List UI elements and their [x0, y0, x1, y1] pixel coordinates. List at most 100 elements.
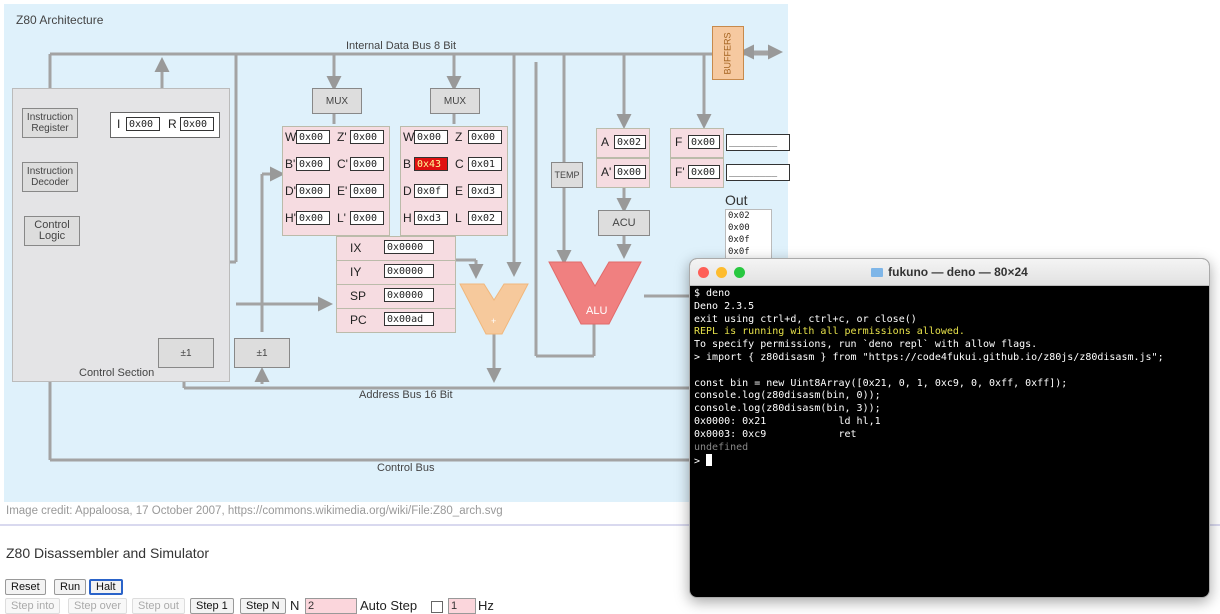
main-name: Z: [455, 130, 463, 144]
alt-name: H': [285, 211, 296, 225]
alt-name: E': [337, 184, 348, 198]
step-over-button[interactable]: Step over: [68, 598, 128, 614]
control-bus-label: Control Bus: [377, 462, 435, 474]
terminal-line: 0x0003: 0xc9 ret: [694, 428, 857, 440]
alt-value: 0x00: [296, 130, 330, 144]
main-value: 0xd3: [414, 211, 448, 225]
mux-left: MUX: [312, 88, 362, 114]
terminal-line: [694, 365, 1205, 378]
main-value: 0x02: [468, 211, 502, 225]
alt-value: 0x00: [296, 184, 330, 198]
register-name-r: R: [168, 117, 177, 131]
wide-register-value: 0x0000: [384, 288, 434, 302]
hz-label: Hz: [478, 598, 494, 613]
reset-button[interactable]: Reset: [5, 579, 46, 595]
flag-bits-display: ________: [726, 134, 790, 151]
alt-name: W': [285, 130, 299, 144]
image-credit: Image credit: Appaloosa, 17 October 2007…: [6, 505, 503, 517]
alt-value: 0x00: [350, 157, 384, 171]
alu-label: ALU: [586, 305, 608, 317]
main-name: W: [403, 130, 415, 144]
n-label: N: [290, 598, 300, 613]
instruction-register: Instruction Register: [22, 108, 78, 138]
alt-name: B': [285, 157, 296, 171]
alt-value: 0x00: [296, 211, 330, 225]
main-name: C: [455, 157, 464, 171]
incrementer-right: ±1: [234, 338, 290, 368]
acu: ACU: [598, 210, 650, 236]
buffers-label: BUFFERS: [722, 31, 733, 75]
main-value: 0x0f: [414, 184, 448, 198]
data-bus-label: Internal Data Bus 8 Bit: [346, 40, 457, 52]
section-divider: [0, 524, 1220, 526]
address-adder: [459, 283, 529, 335]
main-name: H: [403, 211, 412, 225]
halt-button[interactable]: Halt: [89, 579, 123, 595]
out-line: 0x00: [728, 223, 750, 233]
main-name: B: [403, 157, 412, 171]
main-name: D: [403, 184, 412, 198]
wide-register-name: IY: [350, 265, 362, 279]
wide-register-value: 0x0000: [384, 264, 434, 278]
alt-name: Z': [337, 130, 347, 144]
alt-value: 0x00: [350, 211, 384, 225]
zoom-window-button[interactable]: [734, 267, 745, 278]
run-button[interactable]: Run: [54, 579, 87, 595]
terminal-cursor: [706, 454, 713, 467]
control-section-label: Control Section: [79, 367, 155, 379]
terminal-line: const bin = new Uint8Array([0x21, 0, 1, …: [694, 377, 1068, 389]
alt-name: D': [285, 184, 296, 198]
main-value: 0x00: [468, 130, 502, 144]
terminal-titlebar[interactable]: fukuno — deno — 80×24: [690, 259, 1209, 286]
terminal-line: console.log(z80disasm(bin, 3));: [694, 403, 881, 415]
alt-name: C': [337, 157, 348, 171]
terminal-line: exit using ctrl+d, ctrl+c, or close(): [694, 313, 917, 325]
accumulator-name: A: [601, 135, 610, 149]
terminal-line: undefined: [694, 441, 749, 453]
step-count-input[interactable]: 2: [305, 598, 357, 614]
step-1-button[interactable]: Step 1: [190, 598, 234, 614]
step-into-button[interactable]: Step into: [5, 598, 61, 614]
diagram-title: Z80 Architecture: [16, 13, 104, 27]
auto-step-label: Auto Step: [360, 598, 418, 613]
out-display: 0x02 0x00 0x0f 0x0f: [725, 209, 772, 261]
out-line: 0x02: [728, 211, 750, 221]
step-n-button[interactable]: Step N: [240, 598, 286, 614]
register-r-value: 0x00: [180, 117, 214, 131]
alt-name: L': [337, 211, 346, 225]
wide-register-name: SP: [350, 289, 367, 303]
control-logic: Control Logic: [24, 216, 80, 246]
main-name: E: [455, 184, 464, 198]
register-name-i: I: [117, 117, 121, 131]
close-window-button[interactable]: [698, 267, 709, 278]
main-value: 0x43: [414, 157, 448, 171]
accumulator-value: 0x02: [614, 135, 646, 149]
wide-register-name: PC: [350, 313, 367, 327]
accumulator-name: A': [601, 165, 612, 179]
terminal-line: >: [694, 454, 1205, 467]
minimize-window-button[interactable]: [716, 267, 727, 278]
flag-register-name: F': [675, 165, 685, 179]
incrementer-left: ±1: [158, 338, 214, 368]
out-line: 0x0f: [728, 247, 750, 257]
terminal-line: REPL is running with all permissions all…: [694, 326, 965, 338]
main-value: 0x00: [414, 130, 448, 144]
mux-right: MUX: [430, 88, 480, 114]
adder-label: +: [491, 316, 497, 326]
terminal-line: 0x0000: 0x21 ld hl,1: [694, 415, 881, 427]
alt-value: 0x00: [350, 130, 384, 144]
alu-shape: [548, 261, 642, 325]
terminal-title: fukuno — deno — 80×24: [888, 265, 1028, 279]
step-out-button[interactable]: Step out: [132, 598, 185, 614]
hz-input[interactable]: 1: [448, 598, 476, 614]
auto-step-checkbox[interactable]: [431, 601, 443, 613]
section-title: Z80 Disassembler and Simulator: [6, 545, 210, 561]
wide-register-name: IX: [350, 241, 362, 255]
alt-value: 0x00: [296, 157, 330, 171]
address-bus-label: Address Bus 16 Bit: [359, 389, 453, 401]
out-label: Out: [725, 192, 748, 208]
alt-value: 0x00: [350, 184, 384, 198]
terminal-line: Deno 2.3.5: [694, 300, 755, 312]
